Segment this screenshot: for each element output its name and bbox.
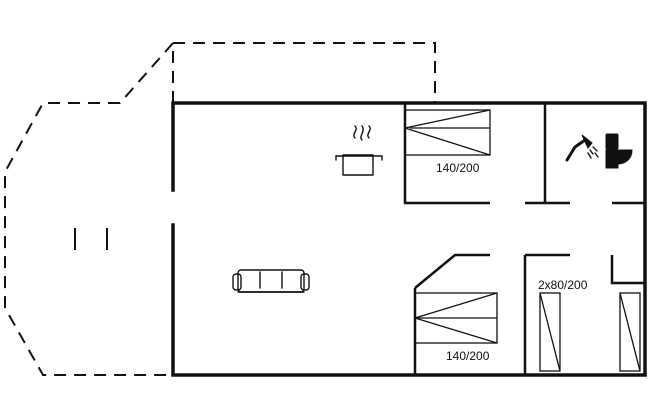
bed-single-right — [619, 292, 641, 372]
bed-size-label-bottom: 140/200 — [446, 349, 490, 363]
bed-single-left — [539, 292, 561, 372]
bed-top — [404, 109, 491, 156]
bed-size-label-top: 140/200 — [436, 161, 480, 175]
cooking-pot-icon — [335, 125, 383, 176]
terrace-outline — [4, 42, 436, 376]
exterior-walls — [171, 101, 647, 377]
sofa-icon — [232, 269, 310, 293]
shower-icon — [565, 134, 599, 162]
bed-size-label-right: 2x80/200 — [538, 278, 588, 292]
bed-bottom — [414, 292, 498, 344]
toilet-icon — [605, 133, 633, 169]
terrace-railing — [74, 228, 108, 250]
